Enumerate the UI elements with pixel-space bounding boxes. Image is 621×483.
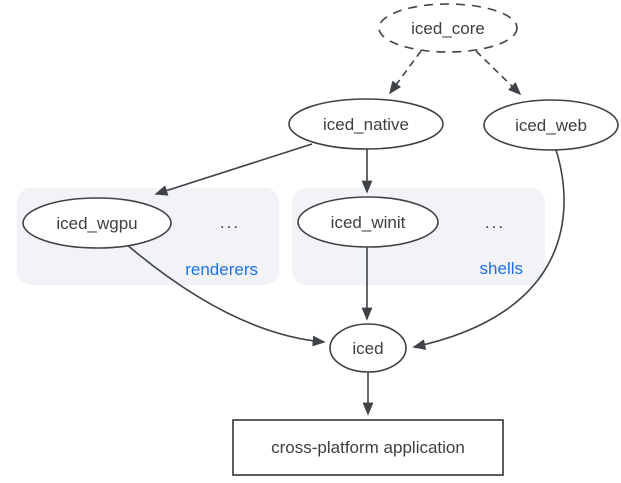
node-cross-platform-application: cross-platform application — [232, 419, 504, 476]
iced-label: iced — [352, 339, 383, 358]
iced-web-label: iced_web — [515, 116, 587, 135]
shells-group-label: shells — [480, 259, 523, 278]
edge-iced-core-to-iced-native — [389, 50, 422, 95]
edge-iced-native-to-iced-wgpu — [154, 143, 313, 196]
node-iced-web: iced_web — [483, 99, 619, 151]
node-iced-core: iced_core — [378, 3, 518, 53]
iced-winit-ellipse — [297, 196, 439, 248]
node-iced-native: iced_native — [288, 98, 444, 150]
edge-iced-core-to-iced-web — [475, 50, 522, 96]
iced-ellipse — [329, 323, 407, 373]
application-label: cross-platform application — [271, 438, 465, 457]
iced-wgpu-ellipse — [22, 197, 172, 249]
node-iced-wgpu: iced_wgpu — [22, 197, 172, 249]
iced-core-ellipse — [378, 3, 518, 53]
application-rect — [232, 419, 504, 476]
iced-winit-label: iced_winit — [331, 213, 406, 232]
iced-core-label: iced_core — [411, 19, 485, 38]
node-iced-winit: iced_winit — [297, 196, 439, 248]
iced-native-ellipse — [288, 98, 444, 150]
edge-iced-wgpu-to-iced — [125, 243, 326, 347]
shells-ellipsis: ... — [485, 213, 505, 232]
iced-wgpu-label: iced_wgpu — [56, 214, 137, 233]
node-iced: iced — [329, 323, 407, 373]
renderers-ellipsis: ... — [220, 213, 240, 232]
iced-native-label: iced_native — [323, 115, 409, 134]
renderers-group-label: renderers — [185, 260, 258, 279]
iced-web-ellipse — [483, 99, 619, 151]
edge-iced-web-to-iced — [412, 149, 565, 350]
